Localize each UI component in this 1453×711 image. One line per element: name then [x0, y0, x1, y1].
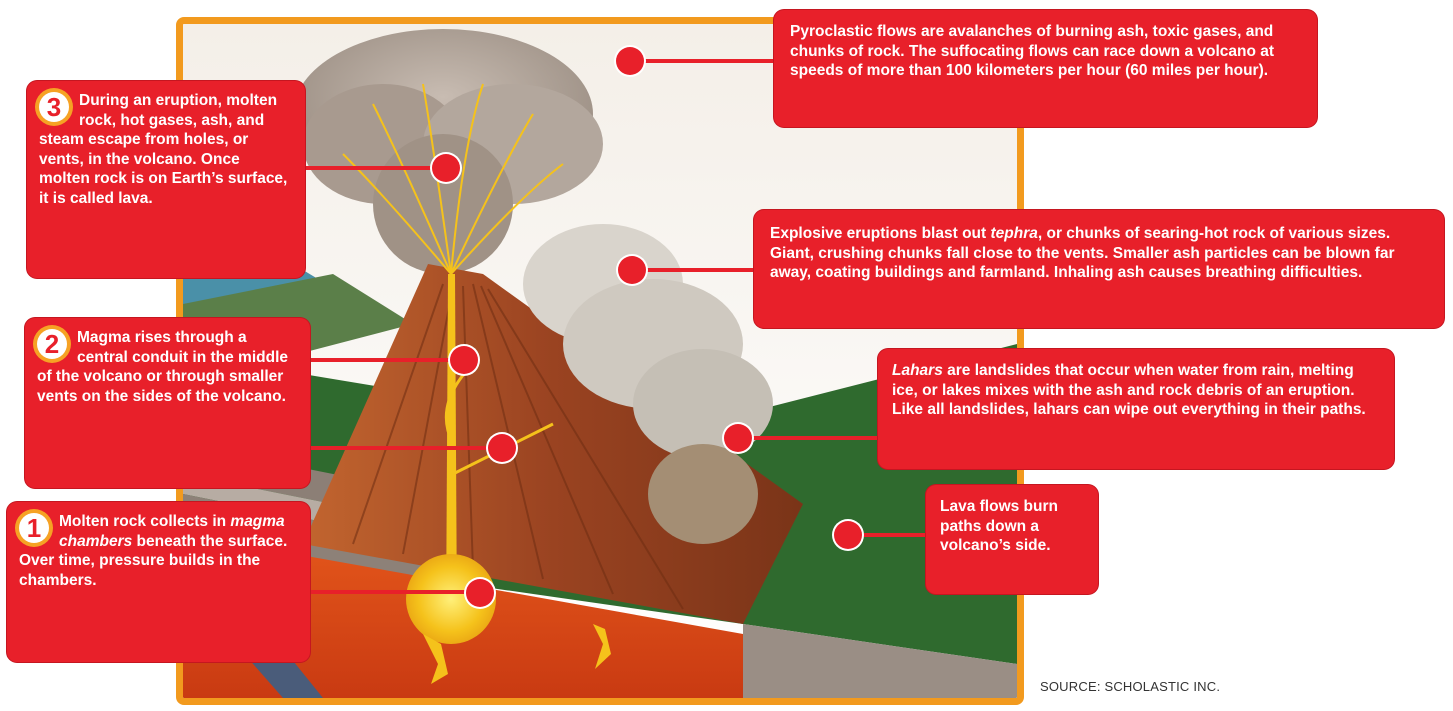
connector-line: [310, 446, 500, 450]
callout-step-2: 2 Magma rises through a central conduit …: [25, 318, 310, 488]
connector-line: [630, 268, 760, 272]
callout-text: During an eruption, molten rock, hot gas…: [39, 92, 287, 207]
callout-dot: [616, 47, 644, 75]
source-credit: SOURCE: SCHOLASTIC INC.: [1040, 679, 1220, 694]
callout-step-1: 1 Molten rock collects in magma chambers…: [7, 502, 310, 662]
callout-text: Magma rises through a central conduit in…: [37, 329, 288, 405]
callout-lahars: Lahars are landslides that occur when wa…: [878, 349, 1394, 469]
step-number-badge: 2: [33, 325, 71, 363]
connector-line: [740, 436, 880, 440]
callout-text: Explosive eruptions blast out: [770, 225, 990, 242]
callout-dot: [618, 256, 646, 284]
callout-text: Molten rock collects in: [59, 513, 230, 530]
connector-line: [300, 166, 440, 170]
connector-line: [310, 590, 480, 594]
callout-dot: [488, 434, 516, 462]
callout-text-italic: Lahars: [892, 362, 943, 379]
callout-text: Pyroclastic flows are avalanches of burn…: [790, 23, 1274, 79]
connector-line: [310, 358, 460, 362]
connector-line: [630, 59, 780, 63]
callout-dot: [834, 521, 862, 549]
callout-dot: [466, 579, 494, 607]
callout-text: Lava flows burn paths down a volcano’s s…: [940, 498, 1058, 554]
step-number-badge: 1: [15, 509, 53, 547]
callout-dot: [432, 154, 460, 182]
callout-dot: [724, 424, 752, 452]
callout-lava-flows: Lava flows burn paths down a volcano’s s…: [926, 485, 1098, 594]
callout-tephra: Explosive eruptions blast out tephra, or…: [754, 210, 1444, 328]
callout-step-3: 3 During an eruption, molten rock, hot g…: [27, 81, 305, 278]
step-number-badge: 3: [35, 88, 73, 126]
callout-pyroclastic-flows: Pyroclastic flows are avalanches of burn…: [774, 10, 1317, 127]
callout-text-italic: tephra: [990, 225, 1037, 242]
callout-text: are landslides that occur when water fro…: [892, 362, 1366, 418]
callout-dot: [450, 346, 478, 374]
